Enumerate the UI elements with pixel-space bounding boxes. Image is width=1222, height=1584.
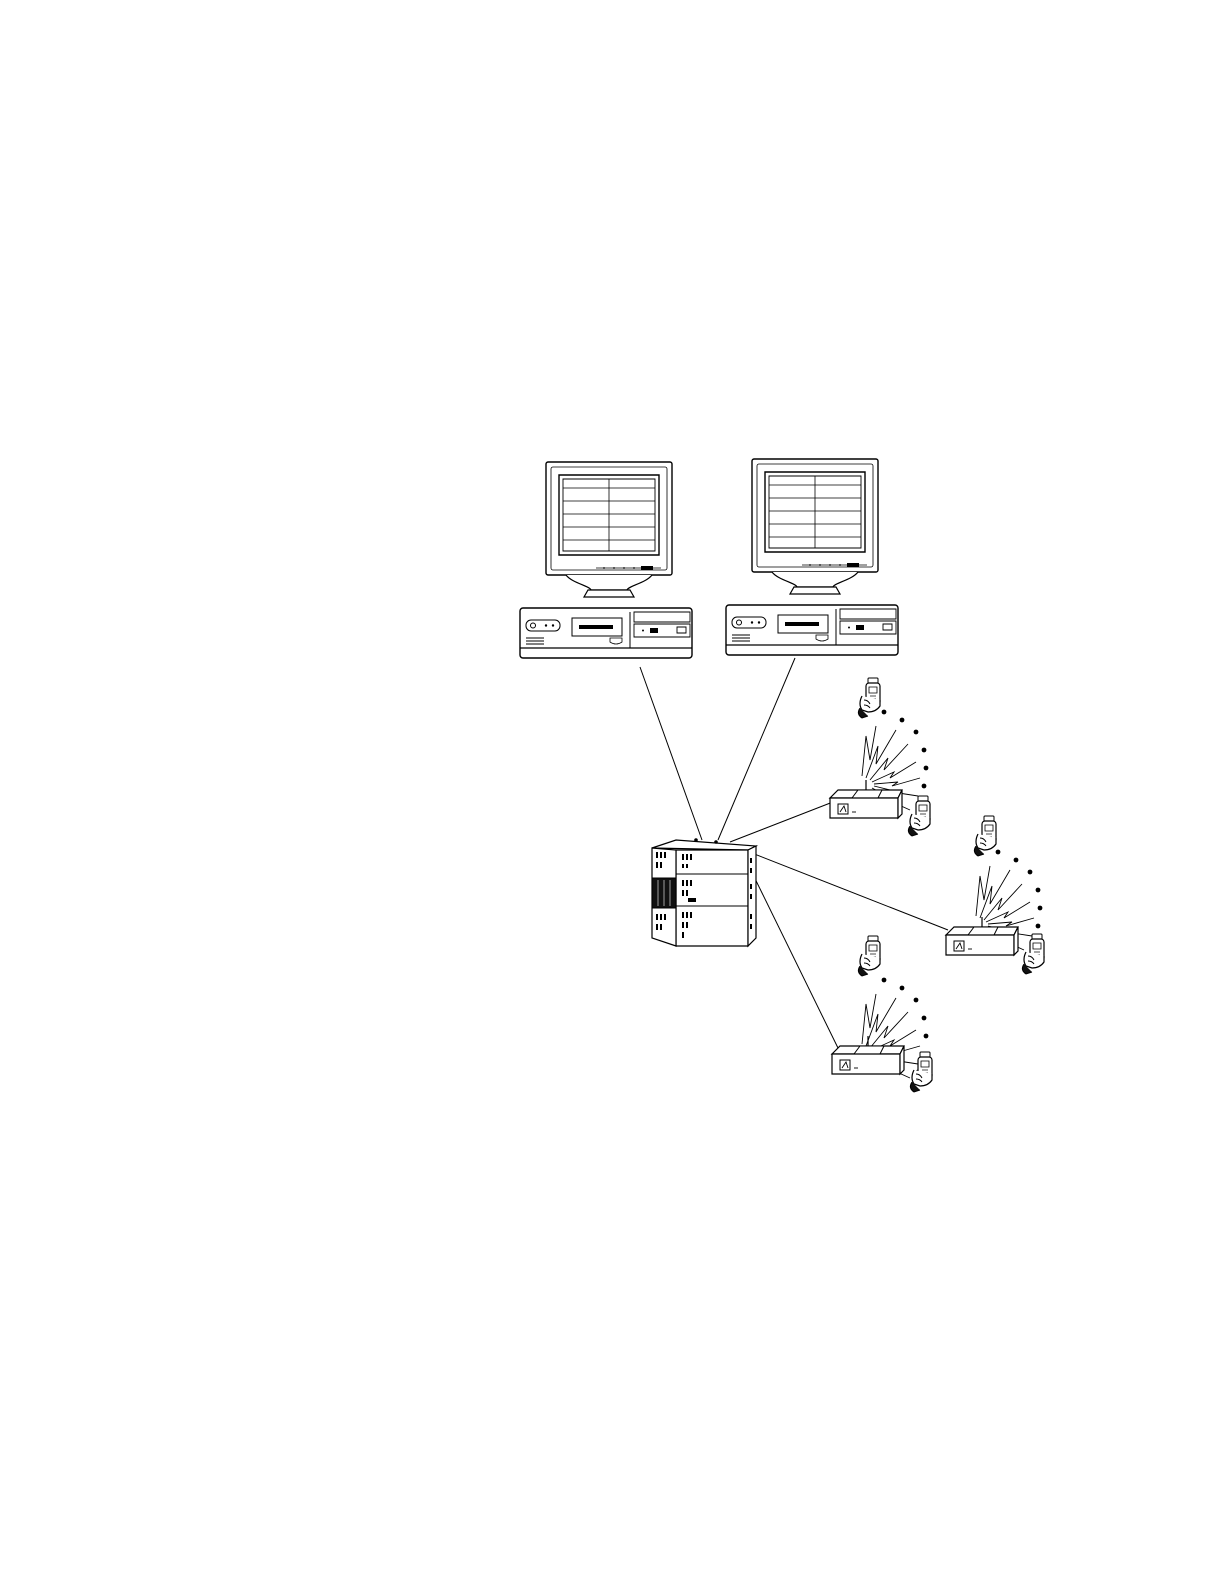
handheld-terminal-icon [908, 796, 930, 836]
handheld-terminal-icon [974, 816, 996, 856]
link-workstation-1-to-server [640, 667, 702, 840]
workstation-1-icon [520, 462, 692, 658]
base-station-icon [830, 780, 902, 818]
server-icon [652, 838, 756, 946]
handheld-terminal-icon [858, 936, 880, 976]
base-station-3-group [832, 936, 932, 1092]
handheld-terminal-icon [1022, 934, 1044, 974]
link-workstation-2-to-server [718, 658, 795, 840]
base-station-1-group [830, 678, 930, 836]
handheld-terminal-icon [910, 1052, 932, 1092]
base-station-2-group [946, 816, 1044, 974]
workstation-2-icon [726, 459, 898, 655]
handheld-terminal-icon [858, 678, 880, 718]
link-server-to-base-station-2 [734, 846, 948, 930]
link-server-to-base-station-1 [730, 800, 838, 842]
